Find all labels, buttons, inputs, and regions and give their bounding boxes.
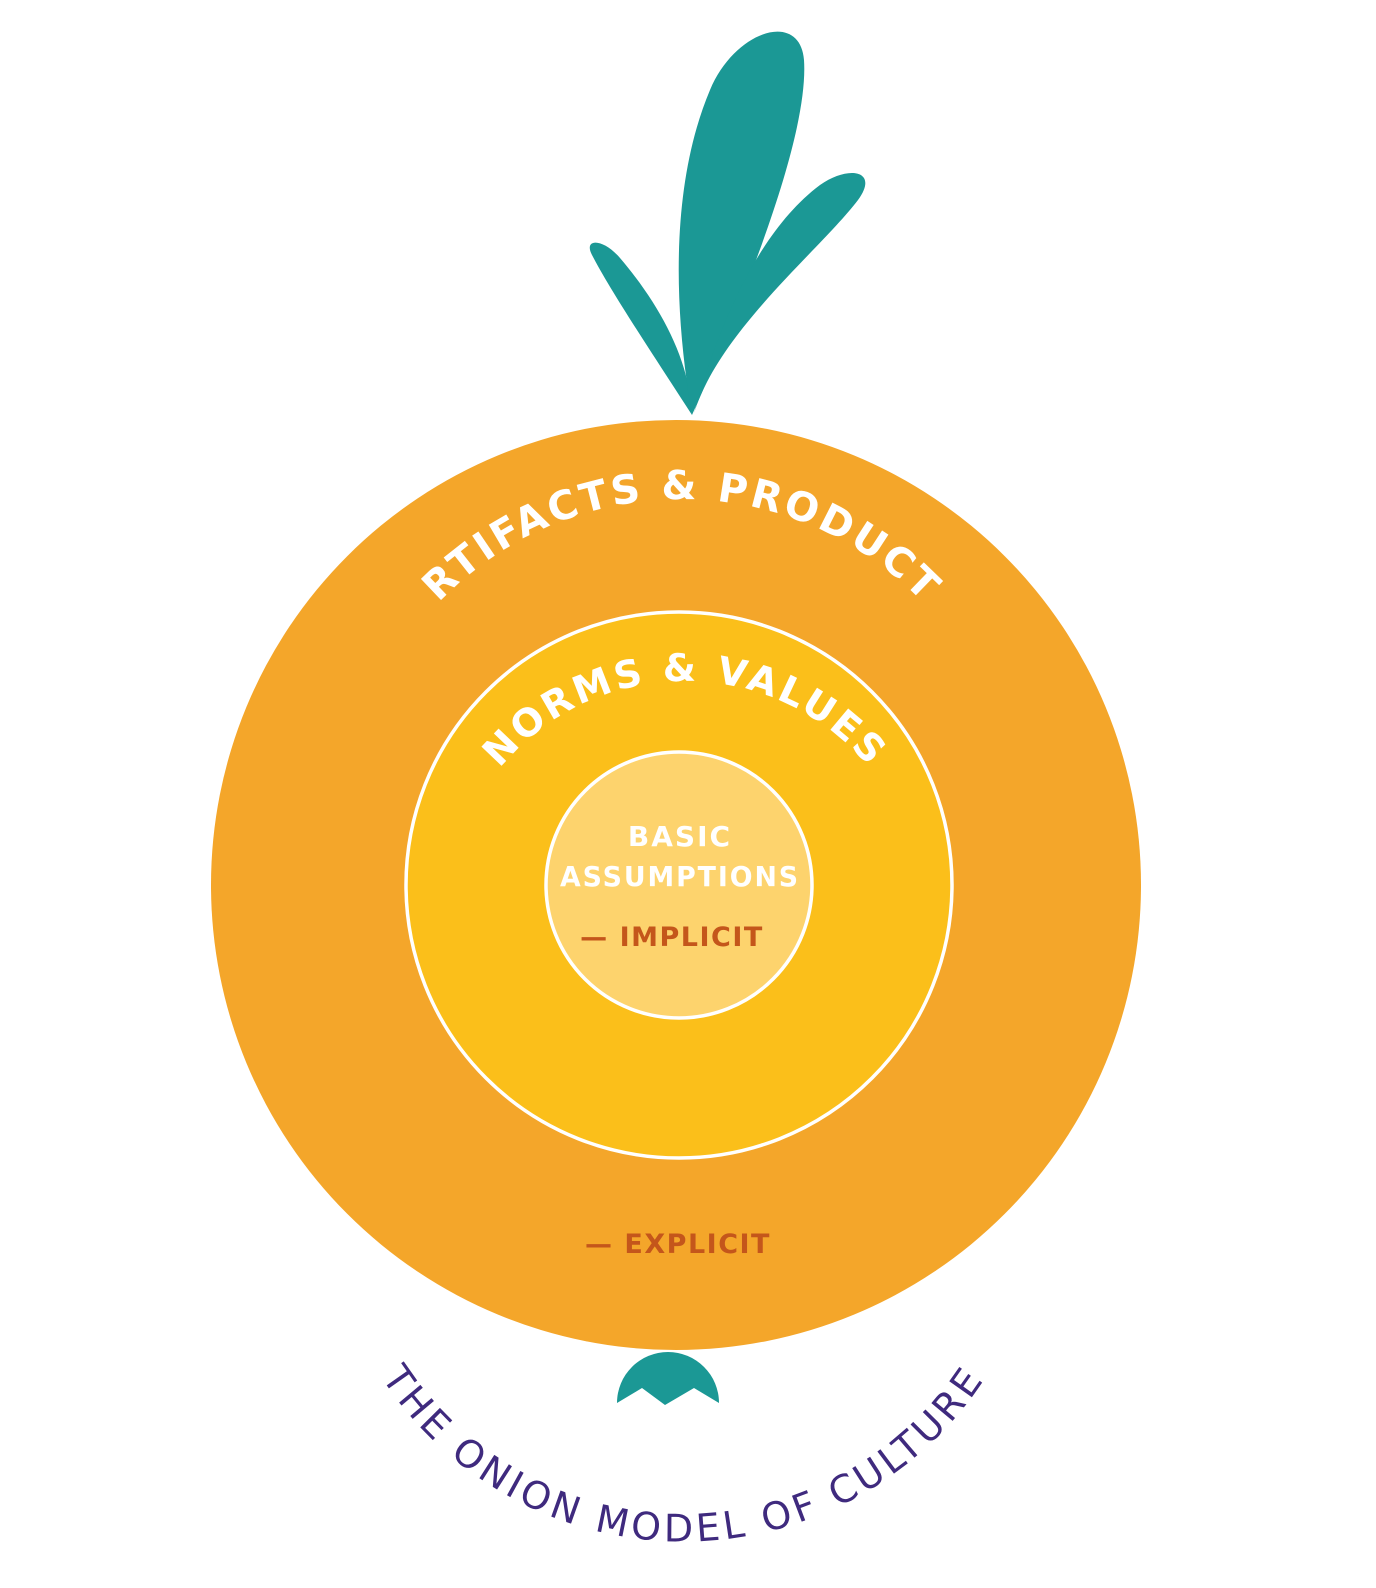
leaf-left-icon — [589, 242, 692, 415]
leaf-right-icon — [694, 173, 866, 413]
leaf-center-icon — [678, 31, 805, 416]
onion-leaves — [589, 31, 866, 416]
core-layer-circle — [544, 750, 814, 1020]
explicit-note: — EXPLICIT — [585, 1229, 771, 1260]
core-label-line2: ASSUMPTIONS — [560, 860, 800, 893]
implicit-note: — IMPLICIT — [580, 922, 764, 953]
onion-root-icon — [617, 1352, 719, 1405]
core-label-line1: BASIC — [628, 820, 732, 853]
